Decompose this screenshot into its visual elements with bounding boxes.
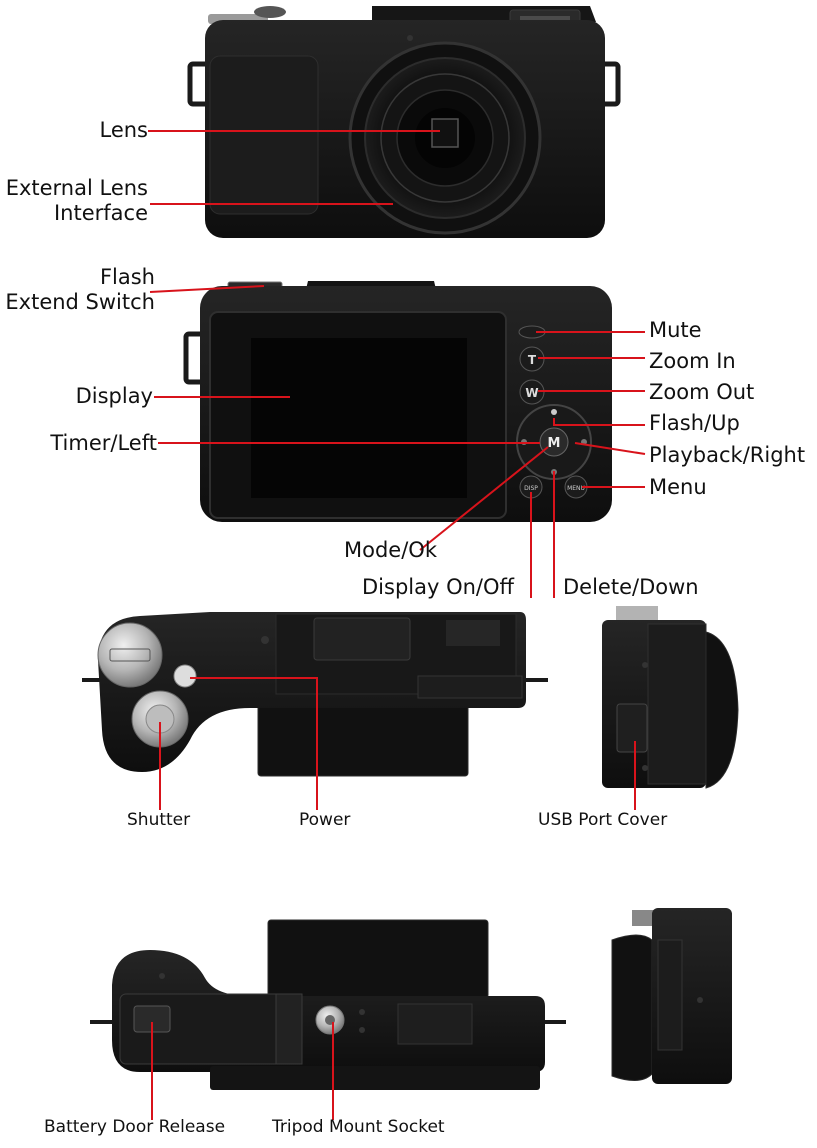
playback-right-leader — [574, 442, 646, 455]
flash-up-label: Flash/Up — [649, 411, 740, 435]
menu-label: Menu — [649, 475, 707, 499]
flash-up-leader — [553, 418, 645, 426]
power-label: Power — [299, 810, 351, 830]
tripod-mount-socket-label: Tripod Mount Socket — [272, 1117, 445, 1137]
side-view-right — [611, 908, 732, 1084]
power-leader — [190, 677, 318, 810]
shutter-label: Shutter — [127, 810, 191, 830]
mute-label: Mute — [649, 318, 702, 342]
back-view: T W M DISP MENU — [183, 281, 612, 522]
flash-switch-label-line2: Extend Switch — [5, 290, 155, 314]
disp-button-mark: DISP — [524, 485, 538, 492]
delete-down-label: Delete/Down — [563, 575, 699, 599]
usb-port-cover-label: USB Port Cover — [538, 810, 668, 830]
leader-lines — [148, 130, 646, 1120]
playback-right-label: Playback/Right — [649, 443, 806, 467]
display-on-off-label: Display On/Off — [362, 575, 514, 599]
side-view-usb — [602, 606, 739, 789]
t-button-mark: T — [528, 353, 537, 367]
zoom-out-label: Zoom Out — [649, 380, 755, 404]
mode-ok-leader — [419, 446, 549, 551]
battery-door-release-label: Battery Door Release — [44, 1117, 226, 1137]
top-view — [82, 612, 548, 777]
flash-switch-label-line1: Flash — [99, 265, 155, 289]
front-view — [187, 6, 621, 238]
timer-left-label: Timer/Left — [50, 431, 157, 455]
mode-ok-label: Mode/Ok — [344, 538, 437, 562]
menu-button-mark: MENU — [567, 485, 585, 492]
lens-label: Lens — [99, 118, 148, 142]
w-button-mark: W — [525, 386, 538, 400]
m-button-mark: M — [548, 436, 561, 451]
display-label: Display — [75, 384, 153, 408]
bottom-view — [90, 919, 566, 1090]
flash-switch-leader — [149, 285, 265, 293]
zoom-in-label: Zoom In — [649, 349, 736, 373]
external-lens-label-line2: Interface — [53, 201, 148, 225]
external-lens-label-line1: External Lens — [5, 176, 148, 200]
